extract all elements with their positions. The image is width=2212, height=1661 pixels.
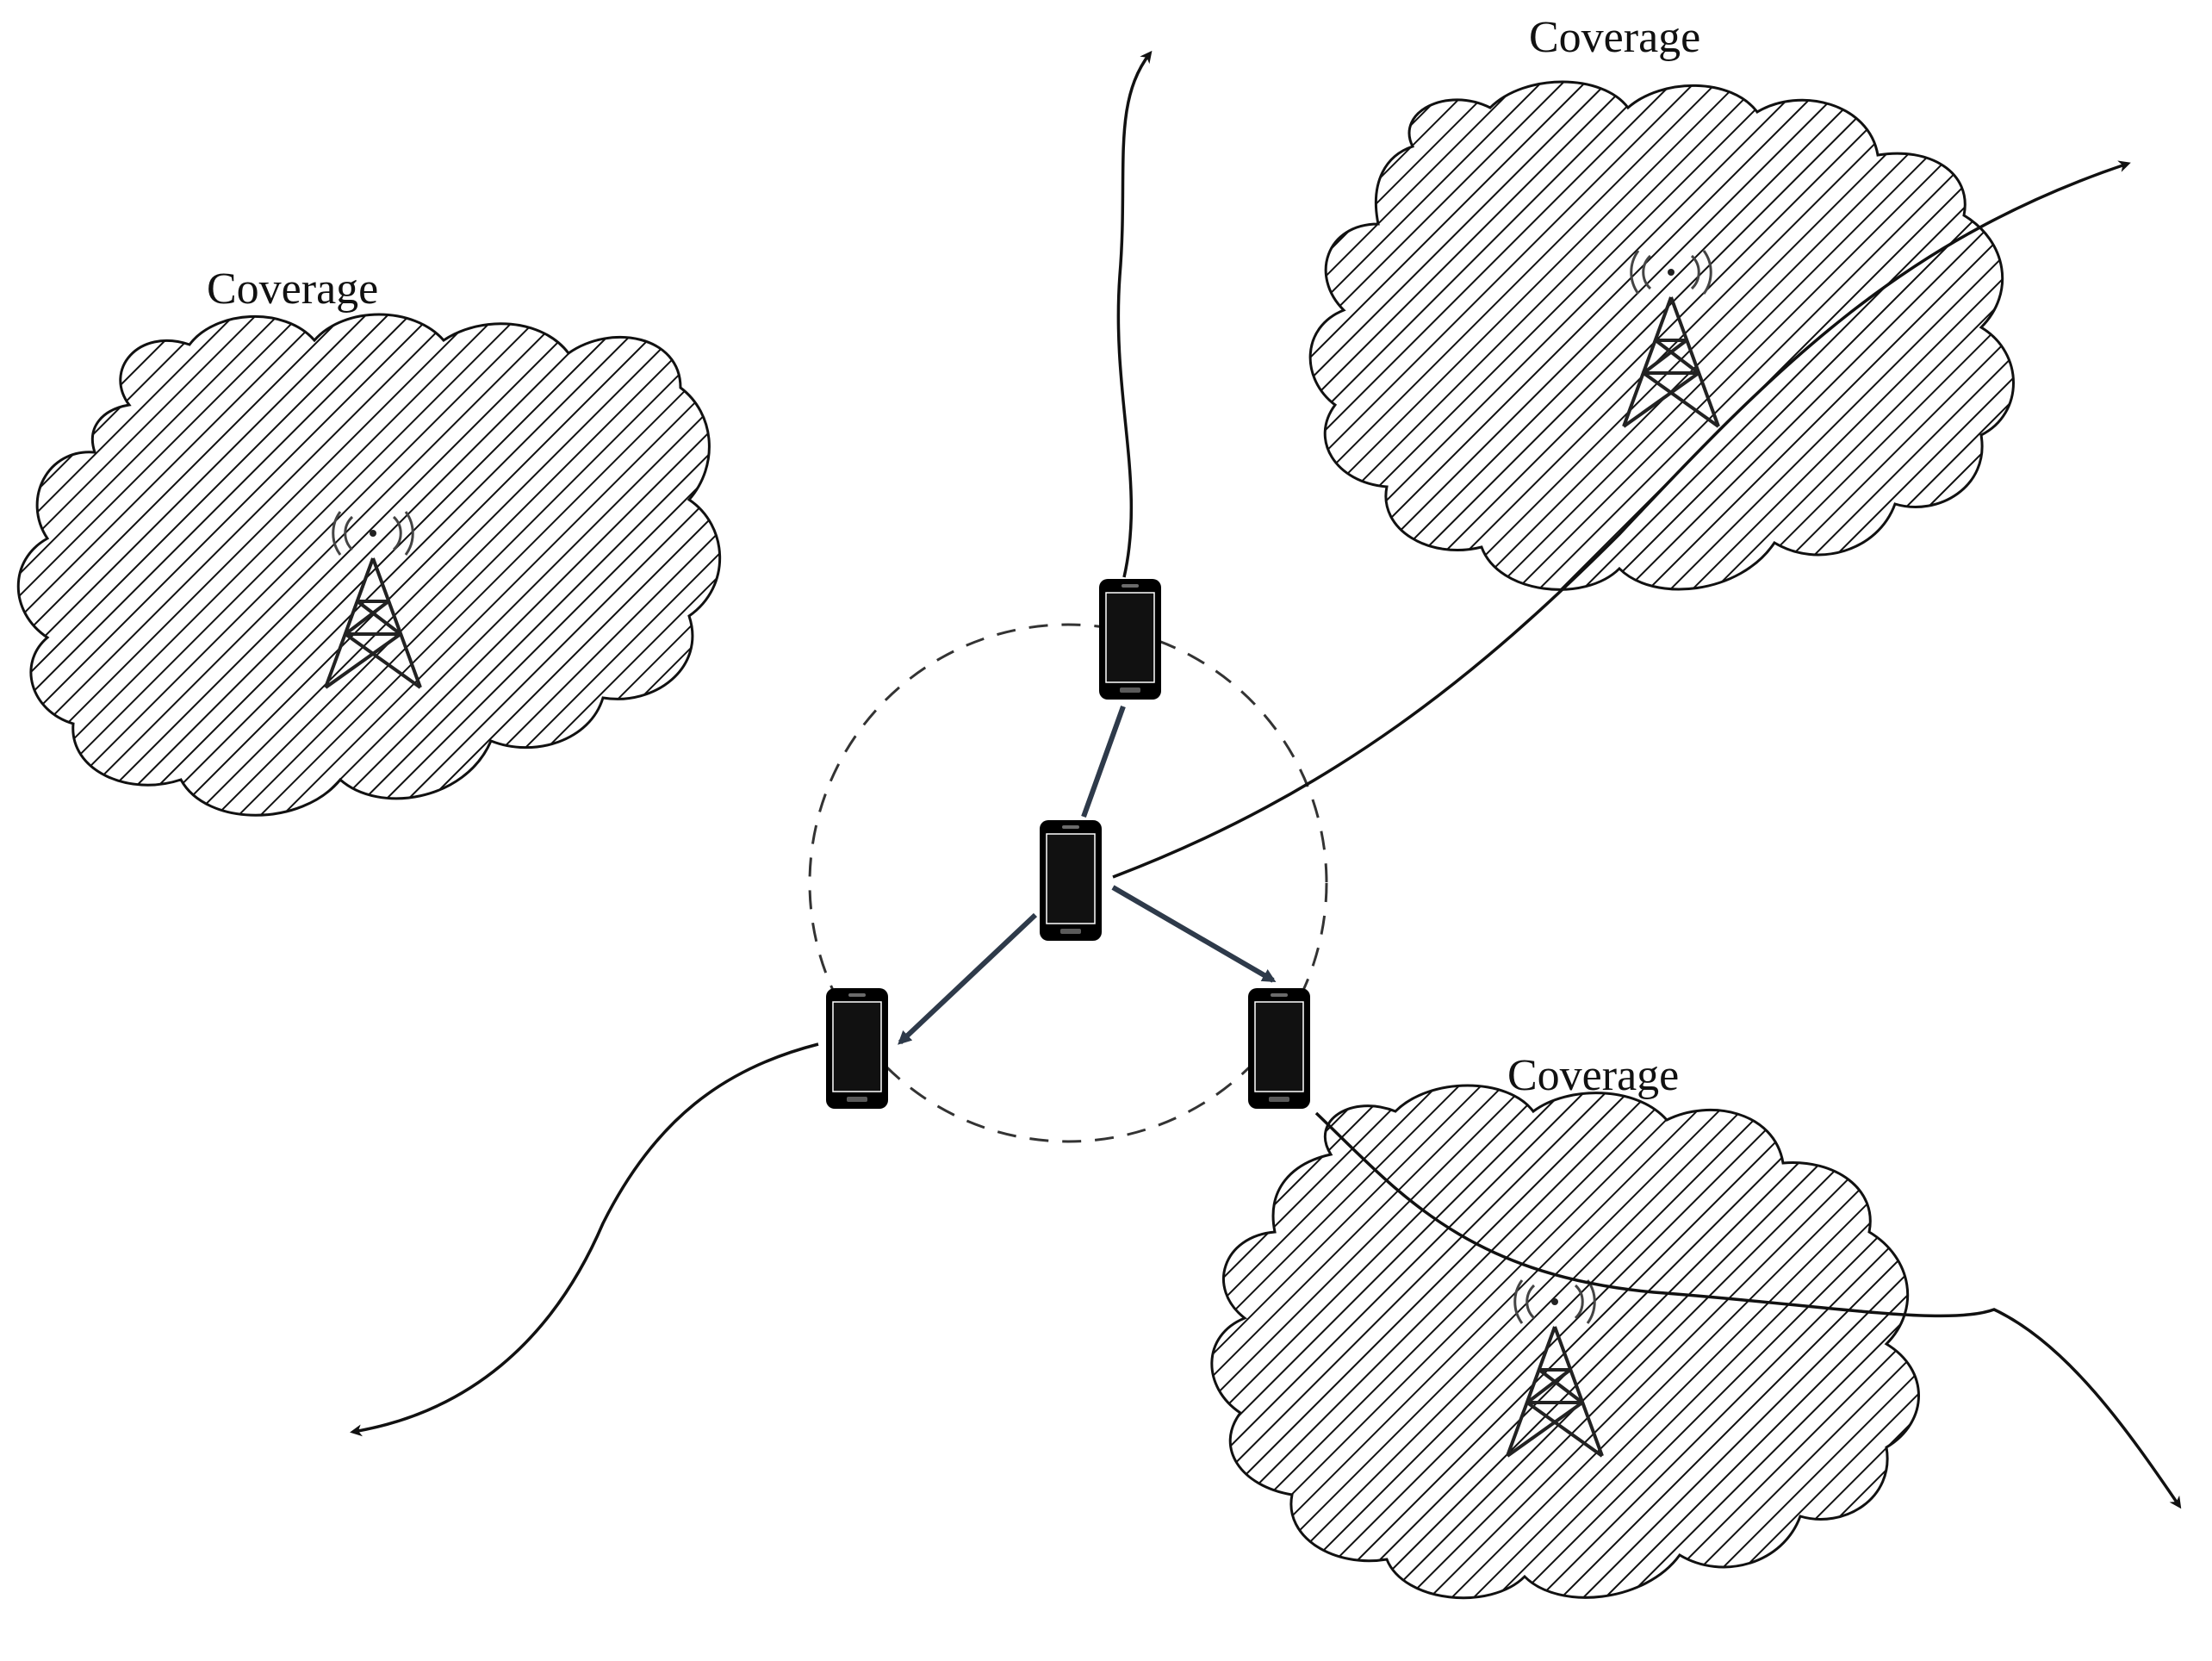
- coverage-cloud-left: [16, 313, 722, 817]
- trajectory-left: [350, 1042, 819, 1437]
- communication-range-circle: [808, 623, 1328, 1143]
- smartphone-icon: [1247, 987, 1311, 1110]
- d2d-link-right: [1111, 885, 1277, 983]
- coverage-cloud-top-right: [1308, 80, 2015, 591]
- smartphone-icon: [1098, 578, 1162, 700]
- d2d-link-left: [898, 912, 1038, 1045]
- cloud-shape: [1308, 80, 2015, 591]
- coverage-label-top-right: Coverage: [1529, 13, 1700, 62]
- coverage-label-left: Coverage: [207, 264, 378, 314]
- smartphone-icon: [825, 987, 889, 1110]
- trajectory-bottom-right: [1314, 1111, 2182, 1509]
- coverage-label-bottom-right: Coverage: [1507, 1051, 1679, 1100]
- coverage-cloud-bottom-right: [1210, 1084, 1920, 1600]
- trajectory-top: [1116, 50, 1153, 578]
- trajectory-top-right: [1112, 160, 2131, 879]
- smartphone-icon: [1039, 819, 1103, 942]
- d2d-link-top: [1081, 705, 1126, 818]
- cloud-shape: [1210, 1084, 1920, 1600]
